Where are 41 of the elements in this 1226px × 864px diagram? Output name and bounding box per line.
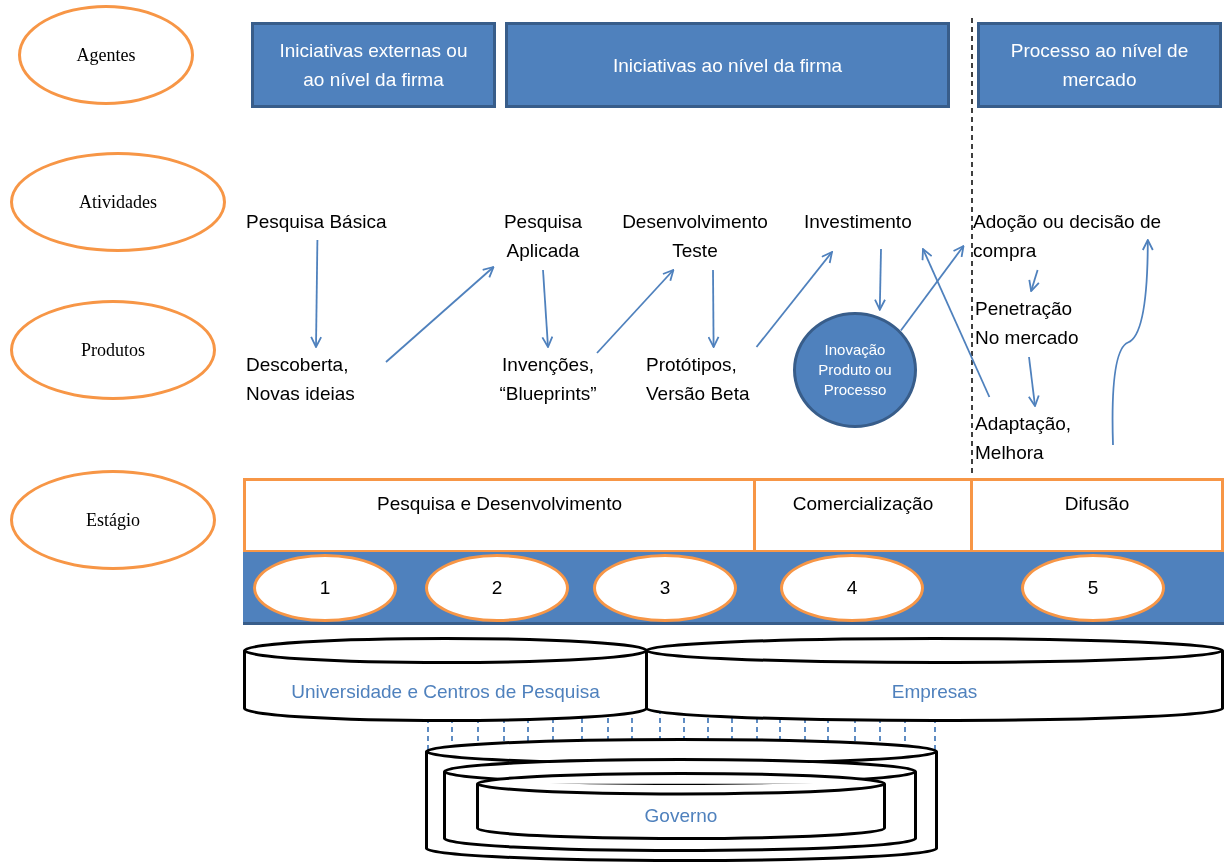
header-box: Processo ao nível de mercado [977, 22, 1222, 108]
activity-label: Penetração No mercado [975, 294, 1083, 354]
arrow [707, 269, 720, 348]
role-ellipse: Produtos [10, 300, 216, 400]
stage-box: Difusão [970, 478, 1224, 553]
arrow [541, 269, 554, 348]
role-ellipse: Atividades [10, 152, 226, 252]
stage-band [243, 552, 1224, 625]
stage-number-ellipse: 3 [593, 554, 737, 622]
stage-number-ellipse: 1 [253, 554, 397, 622]
stage-box: Comercialização [753, 478, 973, 553]
activity-label: Pesquisa Básica [246, 207, 416, 237]
activity-label: Desenvolvimento Teste [605, 207, 785, 267]
innovation-ellipse: Inovação Produto ou Processo [793, 312, 917, 428]
arrow [755, 251, 833, 348]
arrow [1027, 356, 1040, 407]
header-box: Iniciativas externas ou ao nível da firma [251, 22, 496, 108]
activity-label: Adoção ou decisão de compra [973, 207, 1163, 267]
activity-label: Pesquisa Aplicada [488, 207, 598, 267]
arrow [596, 269, 675, 354]
product-label: Invenções, “Blueprints” [478, 350, 618, 410]
stage-number-ellipse: 4 [780, 554, 924, 622]
cylinder-shape [425, 738, 938, 862]
product-label: Descoberta, Novas ideias [246, 350, 386, 410]
activity-label: Adaptação, Melhora [975, 409, 1095, 469]
role-ellipse: Estágio [10, 470, 216, 570]
stage-box: Pesquisa e Desenvolvimento [243, 478, 756, 553]
arrow [874, 248, 886, 311]
arrow [921, 248, 991, 398]
stage-number-ellipse: 2 [425, 554, 569, 622]
stage-number-ellipse: 5 [1021, 554, 1165, 622]
arrow [385, 266, 495, 363]
role-ellipse: Agentes [18, 5, 194, 105]
cylinder-shape [443, 758, 917, 852]
header-box: Iniciativas ao nível da firma [505, 22, 950, 108]
product-label: Protótipos, Versão Beta [646, 350, 776, 410]
arrow [900, 245, 965, 332]
arrow [1028, 269, 1040, 292]
arrow [1111, 239, 1154, 446]
arrow [310, 239, 323, 348]
activity-label: Investimento [804, 207, 944, 237]
